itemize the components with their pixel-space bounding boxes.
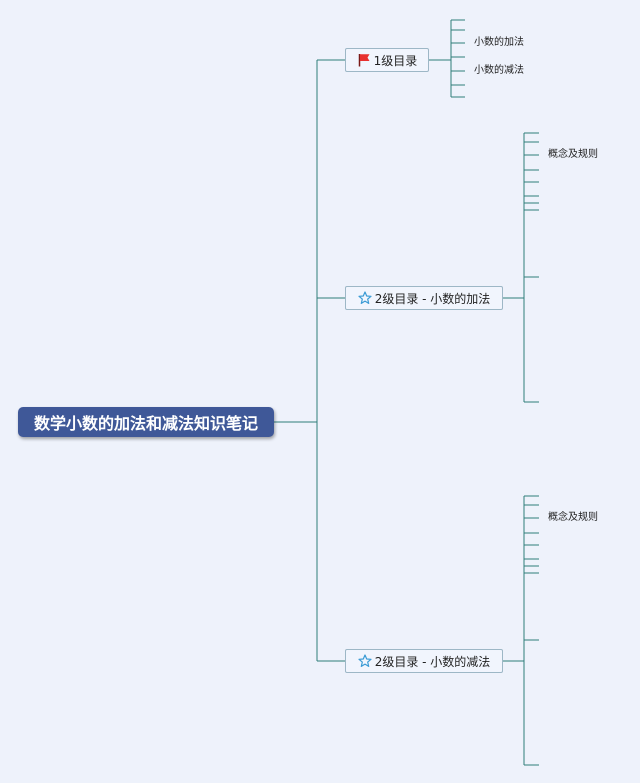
star-outline-icon: [358, 291, 372, 305]
root-title: 数学小数的加法和减法知识笔记: [33, 414, 258, 433]
red-flag-icon: [357, 53, 371, 67]
topic-label: 2级目录 - 小数的减法: [374, 654, 491, 669]
leaf-concepts-rules[interactable]: 概念及规则: [548, 512, 598, 523]
topic-label: 2级目录 - 小数的加法: [374, 291, 491, 306]
leaf-concepts-rules[interactable]: 概念及规则: [548, 149, 598, 160]
topic-label: 1级目录: [373, 53, 418, 68]
star-outline-icon: [358, 654, 372, 668]
root-topic[interactable]: 数学小数的加法和减法知识笔记: [18, 407, 274, 437]
leaf-decimal-subtraction[interactable]: 小数的减法: [474, 65, 524, 76]
topic-level2-subtraction[interactable]: 2级目录 - 小数的减法: [345, 649, 503, 673]
topic-level1-toc[interactable]: 1级目录: [345, 48, 429, 72]
topic-level2-addition[interactable]: 2级目录 - 小数的加法: [345, 286, 503, 310]
leaf-decimal-addition[interactable]: 小数的加法: [474, 37, 524, 48]
